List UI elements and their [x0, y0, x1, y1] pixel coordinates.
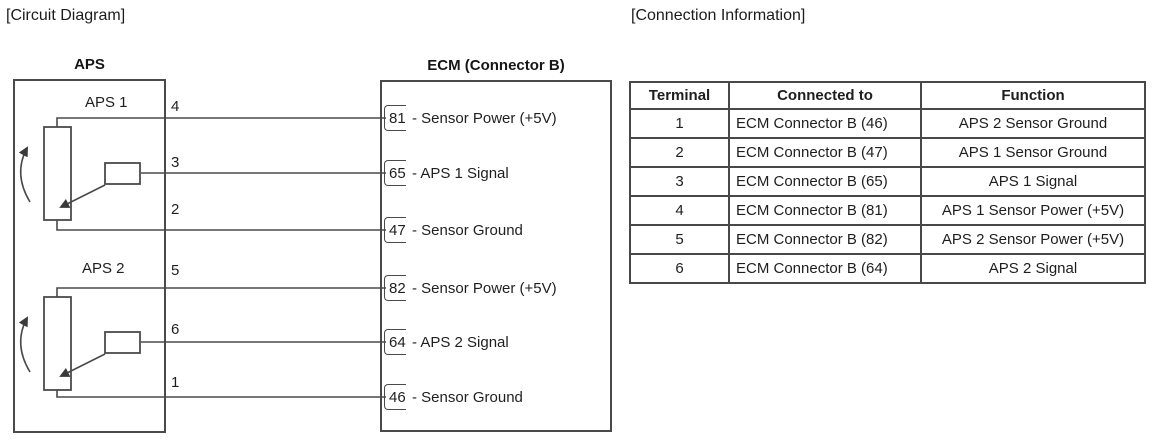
- terminal-function-label: - APS 2 Signal: [412, 333, 509, 351]
- circuit-diagram-title: [Circuit Diagram]: [6, 7, 126, 24]
- function-cell: APS 1 Signal: [920, 166, 1146, 197]
- table-row: 1 ECM Connector B (46) APS 2 Sensor Grou…: [629, 108, 1146, 139]
- aps-pin-4: 4: [171, 98, 180, 115]
- terminal-function-label: - Sensor Power (+5V): [412, 279, 557, 297]
- col-header-function: Function: [920, 81, 1146, 110]
- aps2-label: APS 2: [82, 260, 125, 277]
- function-cell: APS 2 Sensor Ground: [920, 108, 1146, 139]
- col-header-terminal: Terminal: [629, 81, 730, 110]
- aps1-rotation-arc-arrow: [18, 146, 31, 203]
- aps-box: [13, 79, 166, 433]
- connection-information-title: [Connection Information]: [631, 7, 806, 24]
- aps-pin-6: 6: [171, 321, 180, 338]
- connected-to-cell: ECM Connector B (46): [728, 108, 922, 139]
- aps-pin-2: 2: [171, 201, 180, 218]
- ecm-terminal-47: 47 - Sensor Ground: [384, 217, 523, 243]
- connected-to-cell: ECM Connector B (82): [728, 224, 922, 255]
- table-header-row: Terminal Connected to Function: [629, 81, 1146, 110]
- table-row: 2 ECM Connector B (47) APS 1 Sensor Grou…: [629, 137, 1146, 168]
- terminal-function-label: - Sensor Power (+5V): [412, 109, 557, 127]
- terminal-cell: 2: [629, 137, 730, 168]
- ecm-box-title: ECM (Connector B): [427, 57, 565, 74]
- table-row: 4 ECM Connector B (81) APS 1 Sensor Powe…: [629, 195, 1146, 226]
- terminal-function-label: - APS 1 Signal: [412, 164, 509, 182]
- aps-pin-1: 1: [171, 374, 180, 391]
- aps-box-title: APS: [74, 56, 105, 73]
- connected-to-cell: ECM Connector B (65): [728, 166, 922, 197]
- wire-pin1-to-46: [56, 388, 386, 398]
- table-row: 5 ECM Connector B (82) APS 2 Sensor Powe…: [629, 224, 1146, 255]
- terminal-bracket-icon: 64: [384, 329, 406, 355]
- terminal-bracket-icon: 47: [384, 217, 406, 243]
- aps1-wiper-box: [104, 162, 141, 185]
- aps1-label: APS 1: [85, 94, 128, 111]
- terminal-bracket-icon: 82: [384, 275, 406, 301]
- terminal-cell: 1: [629, 108, 730, 139]
- aps2-wiper-arrow: [59, 353, 106, 377]
- aps2-rotation-arc-arrow: [18, 316, 31, 373]
- table-row: 6 ECM Connector B (64) APS 2 Signal: [629, 253, 1146, 284]
- wire-pin5-to-82: [56, 287, 386, 298]
- terminal-cell: 5: [629, 224, 730, 255]
- connection-table: Terminal Connected to Function 1 ECM Con…: [629, 81, 1146, 284]
- ecm-terminal-64: 64 - APS 2 Signal: [384, 329, 509, 355]
- terminal-cell: 6: [629, 253, 730, 284]
- terminal-function-label: - Sensor Ground: [412, 221, 523, 239]
- connected-to-cell: ECM Connector B (64): [728, 253, 922, 284]
- wire-pin4-to-81: [56, 117, 386, 128]
- terminal-function-label: - Sensor Ground: [412, 388, 523, 406]
- terminal-bracket-icon: 65: [384, 160, 406, 186]
- ecm-terminal-46: 46 - Sensor Ground: [384, 384, 523, 410]
- function-cell: APS 2 Sensor Power (+5V): [920, 224, 1146, 255]
- function-cell: APS 1 Sensor Ground: [920, 137, 1146, 168]
- terminal-cell: 4: [629, 195, 730, 226]
- col-header-connected-to: Connected to: [728, 81, 922, 110]
- function-cell: APS 2 Signal: [920, 253, 1146, 284]
- aps2-resistor-body: [43, 296, 72, 391]
- aps1-resistor-body: [43, 126, 72, 221]
- table-row: 3 ECM Connector B (65) APS 1 Signal: [629, 166, 1146, 197]
- terminal-bracket-icon: 46: [384, 384, 406, 410]
- ecm-box: [380, 80, 612, 432]
- ecm-terminal-81: 81 - Sensor Power (+5V): [384, 105, 557, 131]
- aps1-wiper-arrow: [59, 184, 106, 208]
- ecm-terminal-65: 65 - APS 1 Signal: [384, 160, 509, 186]
- connected-to-cell: ECM Connector B (81): [728, 195, 922, 226]
- connected-to-cell: ECM Connector B (47): [728, 137, 922, 168]
- aps-pin-5: 5: [171, 262, 180, 279]
- aps-pin-3: 3: [171, 154, 180, 171]
- aps2-wiper-box: [104, 331, 141, 354]
- wire-pin2-to-47: [56, 219, 386, 231]
- function-cell: APS 1 Sensor Power (+5V): [920, 195, 1146, 226]
- ecm-terminal-82: 82 - Sensor Power (+5V): [384, 275, 557, 301]
- terminal-cell: 3: [629, 166, 730, 197]
- terminal-bracket-icon: 81: [384, 105, 406, 131]
